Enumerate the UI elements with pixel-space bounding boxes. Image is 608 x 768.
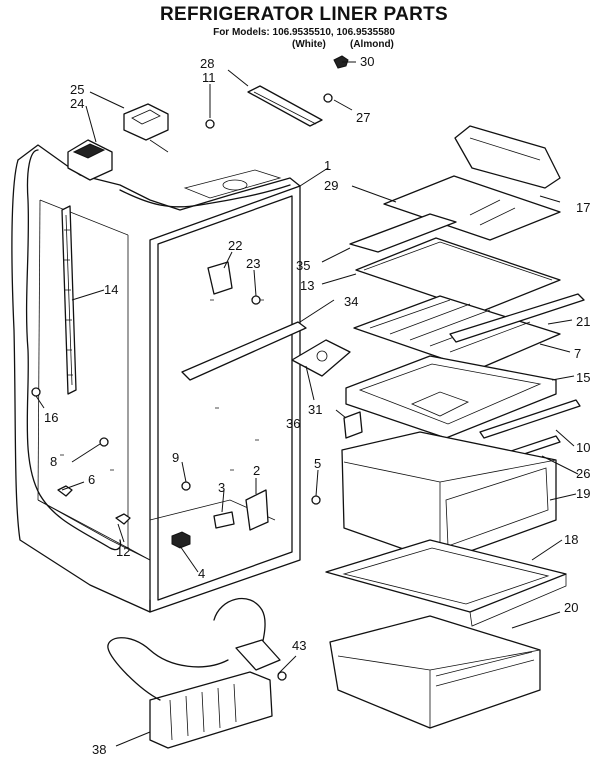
models-line: For Models: 106.9535510, 106.9535580 (213, 27, 395, 38)
bracket (207, 261, 261, 305)
callout-labels: 1 2 3 4 5 6 7 8 9 10 11 12 13 14 15 16 1… (44, 54, 590, 757)
callout-16: 16 (44, 410, 58, 425)
callout-35: 35 (296, 258, 310, 273)
callout-34: 34 (344, 294, 358, 309)
callout-20: 20 (564, 600, 578, 615)
water-valve-assembly (107, 598, 287, 749)
callout-36: 36 (286, 416, 300, 431)
callout-19: 19 (576, 486, 590, 501)
diagram-title: REFRIGERATOR LINER PARTS (160, 4, 448, 25)
callout-18: 18 (564, 532, 578, 547)
callout-31: 31 (308, 402, 322, 417)
crisper-cover (345, 355, 557, 439)
variant-white: (White) (292, 39, 326, 50)
callout-24: 24 (70, 96, 84, 111)
crisper-drawer (341, 431, 557, 563)
drawer-cover (325, 539, 567, 627)
small-hardware (31, 387, 321, 549)
wire-shelf (353, 293, 585, 371)
callout-9: 9 (172, 450, 179, 465)
callout-27: 27 (356, 110, 370, 125)
callout-21: 21 (576, 314, 590, 329)
callout-6: 6 (88, 472, 95, 487)
callout-3: 3 (218, 480, 225, 495)
callout-13: 13 (300, 278, 314, 293)
callout-43: 43 (292, 638, 306, 653)
callout-25: 25 (70, 82, 84, 97)
callout-10: 10 (576, 440, 590, 455)
callout-28: 28 (200, 56, 214, 71)
callout-1: 1 (324, 158, 331, 173)
vertical-rail (61, 205, 77, 395)
callout-15: 15 (576, 370, 590, 385)
callout-29: 29 (324, 178, 338, 193)
control-housing (67, 103, 169, 181)
callout-26: 26 (576, 466, 590, 481)
callout-30: 30 (360, 54, 374, 69)
callout-22: 22 (228, 238, 242, 253)
callout-2: 2 (253, 463, 260, 478)
glass-shelf (383, 175, 561, 241)
callout-8: 8 (50, 454, 57, 469)
callout-7: 7 (574, 346, 581, 361)
variant-almond: (Almond) (350, 39, 394, 50)
callout-17: 17 (576, 200, 590, 215)
callout-11: 11 (202, 70, 216, 85)
callout-38: 38 (92, 742, 106, 757)
cover-plate (291, 339, 351, 377)
callout-14: 14 (104, 282, 118, 297)
callout-5: 5 (314, 456, 321, 471)
leader-lines (35, 61, 579, 747)
callout-4: 4 (198, 566, 205, 581)
callout-12: 12 (116, 544, 130, 559)
bin (454, 125, 561, 189)
top-channel (205, 55, 349, 129)
liner-cabinet (11, 144, 301, 613)
lower-drawer (329, 615, 541, 729)
crossbar (181, 321, 307, 381)
wire-harness (25, 149, 122, 551)
callout-23: 23 (246, 256, 260, 271)
